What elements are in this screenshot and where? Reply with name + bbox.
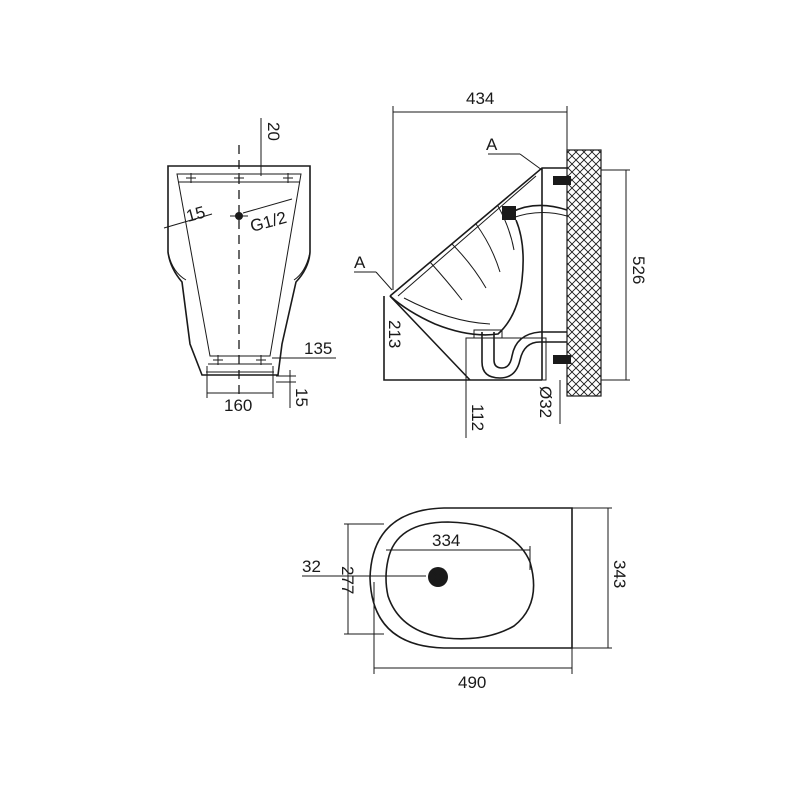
- dim-front-width: 160: [224, 396, 252, 415]
- inlet-leader: [242, 198, 293, 214]
- front-left-ear: [167, 251, 187, 281]
- top-basin-outline: [385, 521, 535, 640]
- dim-top-length: 490: [458, 673, 486, 692]
- side-inlet-valve: [502, 206, 516, 220]
- front-inner-outline: [176, 173, 302, 357]
- side-inlet-pipe: [511, 204, 568, 213]
- wall-hatch: [566, 149, 602, 397]
- front-fixing-marks: [186, 173, 293, 365]
- dim-front-wall: 15: [184, 203, 207, 226]
- dim-top-drain: 32: [302, 557, 321, 576]
- front-outer-outline: [167, 165, 311, 376]
- dim-side-depth: 434: [466, 89, 494, 108]
- dim-front-bottom-right: 135: [304, 339, 332, 358]
- dim-top-inner-width: 277: [338, 566, 357, 594]
- side-bolt-bottom: [553, 355, 571, 364]
- dim-front-top: 20: [264, 122, 283, 141]
- dim-top-bowl: 334: [432, 531, 460, 550]
- label-section-left: A: [354, 253, 366, 272]
- front-right-ear: [293, 251, 311, 281]
- dim-side-outlet-offset: 112: [468, 404, 487, 431]
- dim-side-front-height: 213: [385, 320, 404, 348]
- side-vanes: [429, 205, 515, 301]
- side-view: 434 A A 526 213: [354, 89, 648, 438]
- dim-side-height: 526: [629, 256, 648, 284]
- front-view: G1/2 20 15 135 160 15: [163, 118, 336, 415]
- side-trap-pipe: [481, 332, 567, 379]
- dim-side-outlet-diameter: Ø32: [536, 386, 555, 418]
- top-outer-outline: [369, 507, 573, 649]
- dim-top-outer-width: 343: [610, 560, 629, 588]
- dim-front-bottom: 15: [292, 388, 311, 407]
- top-view: 334 32 277 343 490: [302, 507, 629, 692]
- side-bowl-outline: [389, 167, 567, 336]
- side-bolt-top: [553, 176, 571, 185]
- label-section-top: A: [486, 135, 498, 154]
- inlet-label: G1/2: [248, 208, 289, 236]
